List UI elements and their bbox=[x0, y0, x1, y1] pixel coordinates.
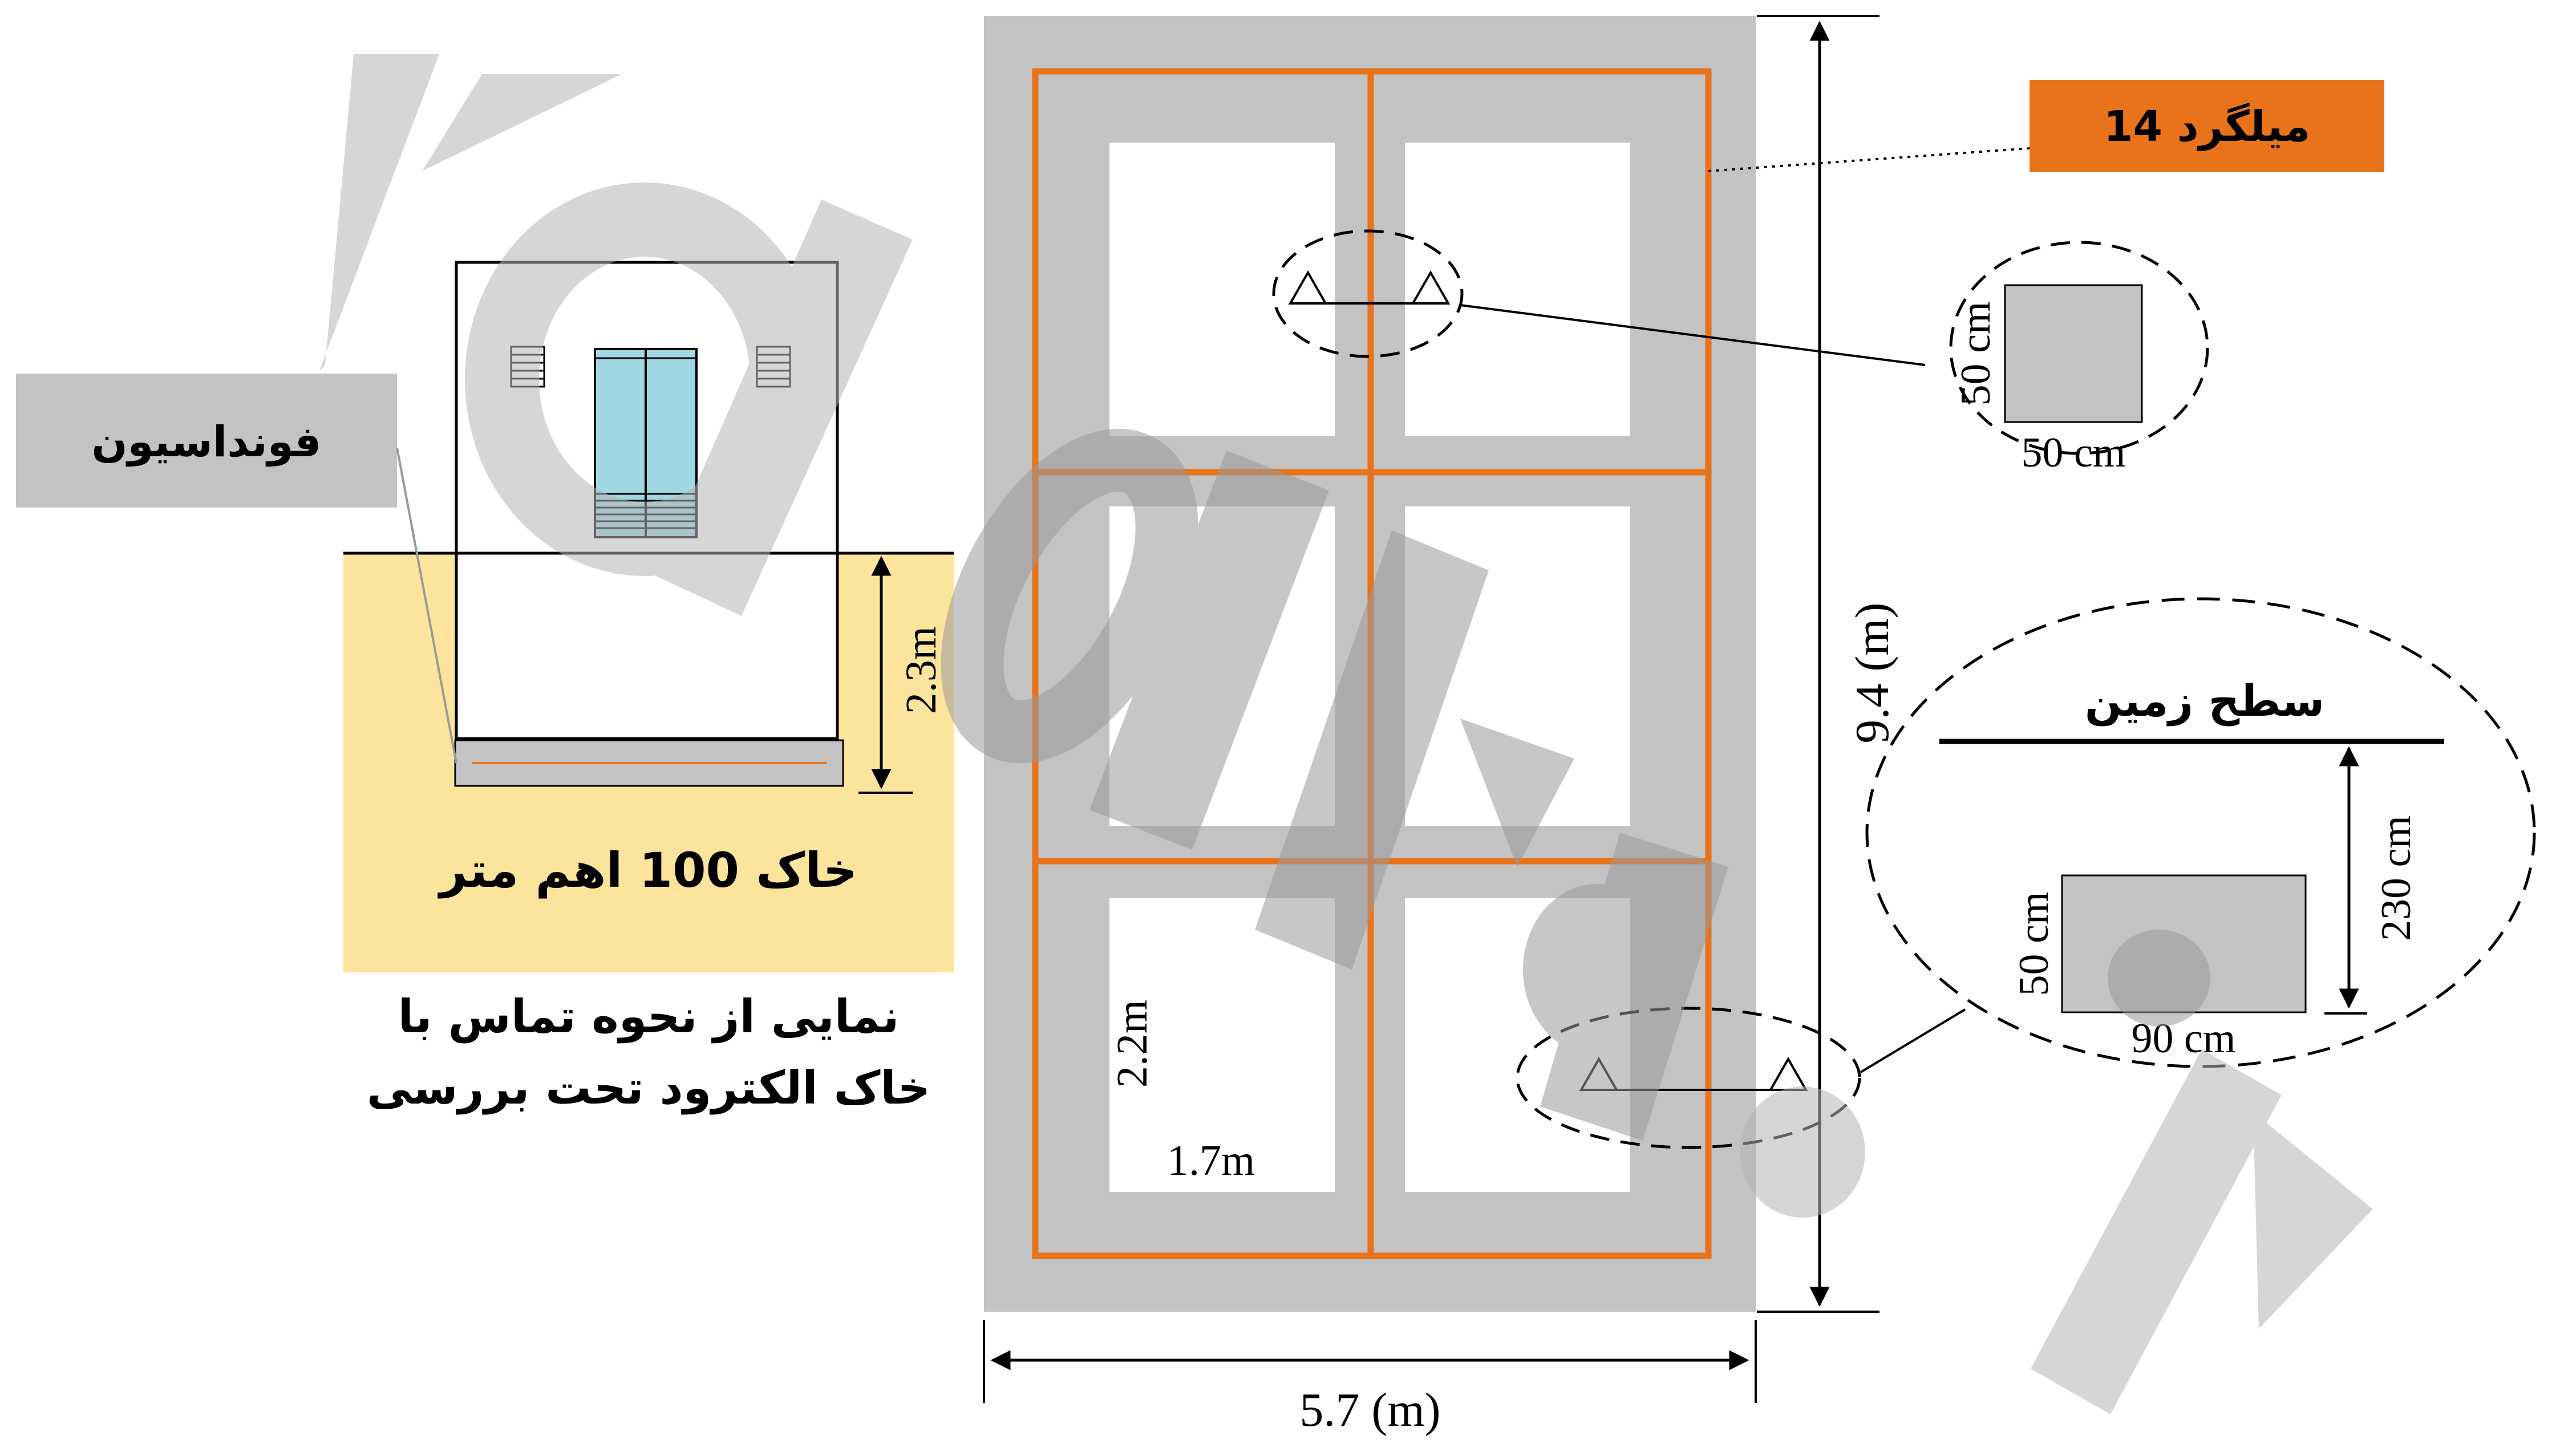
foundation-label-box bbox=[16, 374, 397, 508]
foundation-label: فونداسیون bbox=[91, 417, 321, 467]
pad-footing bbox=[1405, 143, 1630, 436]
width-label: 5.7 (m) bbox=[1299, 1384, 1440, 1437]
rebar-label-box bbox=[2030, 80, 2384, 172]
foundation-leader-line bbox=[396, 447, 457, 764]
length-label: 9.4 (m) bbox=[1846, 602, 1899, 743]
column-detail-leader bbox=[1460, 304, 1926, 366]
beam-detail-leader bbox=[1860, 1008, 1966, 1073]
rebar-leader-line bbox=[1708, 147, 2030, 172]
beam-depth-label: 230 cm bbox=[2373, 816, 2420, 941]
pad-length-label: 2.2m bbox=[1108, 1000, 1156, 1088]
watermark-logo bbox=[319, 54, 2373, 1414]
rebar-callout: میلگرد 14 bbox=[1708, 80, 2384, 172]
column-section bbox=[2004, 284, 2143, 423]
column-section-width-label: 50 cm bbox=[2022, 429, 2126, 476]
caption-line-2: خاک الکترود تحت بررسی bbox=[367, 1061, 930, 1115]
foundation-plan: 2.2m 1.7m 5.7 (m) 9.4 (m) bbox=[983, 15, 1899, 1437]
column-section-height-label: 50 cm bbox=[1953, 302, 1999, 406]
pad-width-label: 1.7m bbox=[1167, 1137, 1255, 1185]
electrode-triangle-icon bbox=[1768, 1056, 1808, 1091]
caption-line-1: نمایی از نحوه تماس با bbox=[398, 990, 900, 1044]
beam-height-label: 50 cm bbox=[2011, 892, 2057, 996]
column-section-detail: 50 cm 50 cm bbox=[1460, 241, 2209, 476]
depth-label: 2.3m bbox=[897, 626, 945, 714]
pad-footing bbox=[1109, 898, 1335, 1192]
rebar-label: میلگرد 14 bbox=[2104, 102, 2310, 151]
soil-label: خاک 100 اهم متر bbox=[438, 842, 858, 899]
electrode-top bbox=[1272, 229, 1464, 358]
ground-surface-label: سطح زمین bbox=[2085, 675, 2324, 727]
